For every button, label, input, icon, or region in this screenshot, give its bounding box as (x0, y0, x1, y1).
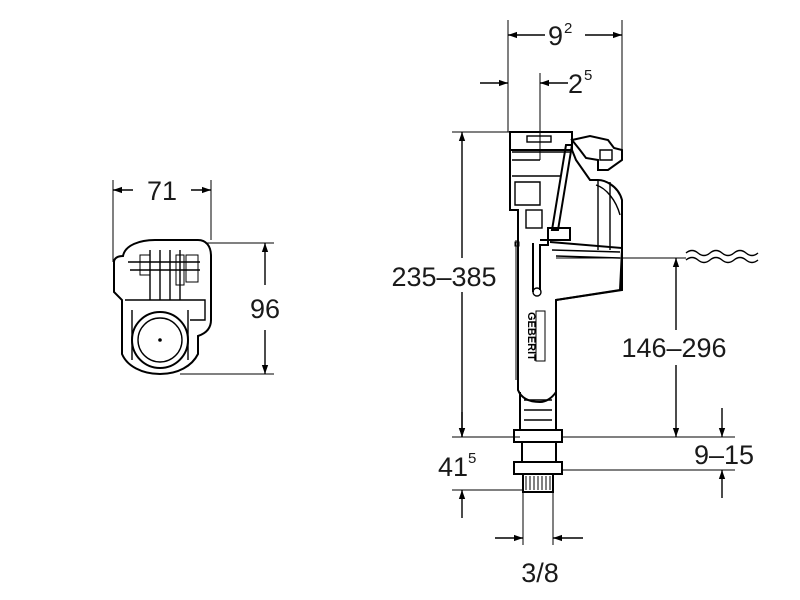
side-view: 9 2 2 5 GEBER (391, 20, 759, 588)
thread-length-dimension: 9–15 (694, 408, 754, 498)
water-level-wave-icon (685, 249, 759, 264)
overall-width-label: 9 (548, 21, 563, 51)
overall-width-dimension: 9 2 (508, 20, 622, 51)
thread-size-label: 3/8 (521, 558, 559, 588)
base-height-sup: 5 (468, 450, 476, 467)
top-view-height-label: 96 (250, 294, 280, 324)
base-height-dimension: 41 5 (438, 412, 476, 518)
overall-width-sup: 2 (564, 20, 572, 37)
top-view: 71 96 (112, 176, 280, 376)
height-range-label: 235–385 (391, 262, 496, 292)
brand-label: GEBERIT (525, 312, 537, 361)
offset-label: 2 (568, 69, 583, 99)
thread-size-dimension: 3/8 (495, 534, 583, 588)
offset-dimension: 2 5 (480, 67, 592, 99)
offset-sup: 5 (584, 67, 592, 84)
width-dimension: 71 (113, 176, 211, 206)
water-level-range-dimension: 146–296 (621, 258, 727, 437)
base-height-label: 41 (438, 452, 468, 482)
height-range-dimension: 235–385 (391, 132, 497, 437)
water-level-range-label: 146–296 (621, 333, 726, 363)
thread-length-label: 9–15 (694, 440, 754, 470)
top-view-width-label: 71 (147, 176, 177, 206)
height-dimension-96: 96 (250, 243, 280, 374)
